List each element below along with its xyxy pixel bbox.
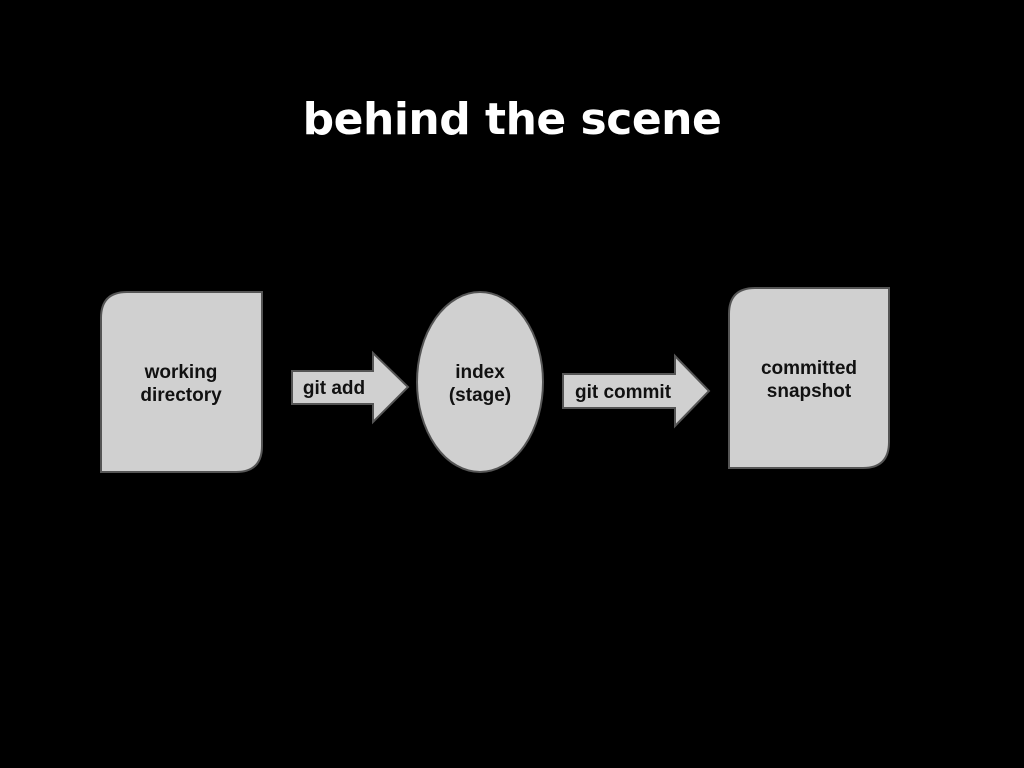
working-directory-label-line2: directory	[140, 385, 222, 406]
git-commit-arrow-shape	[562, 353, 711, 429]
git-add-arrow-shape	[291, 350, 410, 425]
index-node: index (stage)	[416, 291, 544, 473]
index-shape	[416, 291, 544, 473]
committed-snapshot-label-line1: committed	[761, 358, 857, 379]
git-commit-arrow: git commit	[562, 353, 711, 429]
committed-snapshot-node: committed snapshot	[728, 287, 890, 469]
slide-title: behind the scene	[302, 94, 722, 145]
git-add-arrow: git add	[291, 350, 410, 425]
working-directory-shape	[100, 291, 263, 473]
committed-snapshot-label-line2: snapshot	[767, 381, 852, 402]
index-label-line1: index	[455, 362, 505, 383]
committed-snapshot-shape	[728, 287, 890, 469]
git-add-label: git add	[303, 378, 365, 399]
git-commit-label: git commit	[575, 382, 672, 403]
working-directory-label-line1: working	[144, 362, 218, 383]
working-directory-node: working directory	[100, 291, 263, 473]
index-label-line2: (stage)	[449, 385, 511, 406]
